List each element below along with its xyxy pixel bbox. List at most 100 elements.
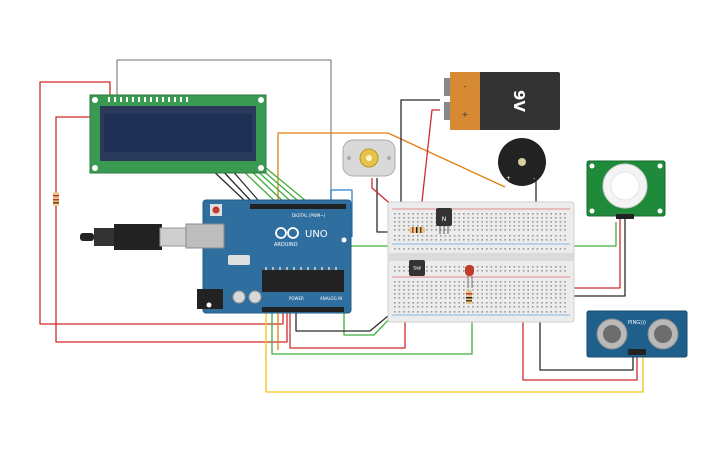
breadboard-hole [555, 297, 557, 299]
breadboard-hole [564, 306, 566, 308]
breadboard-hole [458, 270, 460, 272]
breadboard-hole [527, 306, 529, 308]
breadboard-hole [527, 281, 529, 283]
arduino-power-label: POWER [289, 296, 304, 301]
breadboard-hole [407, 225, 410, 227]
breadboard-hole [435, 266, 437, 268]
breadboard-hole [518, 213, 520, 215]
breadboard-hole [394, 248, 396, 250]
breadboard-hole [518, 306, 520, 308]
breadboard-hole [472, 229, 474, 231]
breadboard-hole [430, 289, 433, 291]
breadboard-hole [490, 306, 493, 308]
breadboard-hole [412, 248, 414, 250]
breadboard-hole [444, 266, 447, 268]
breadboard-hole [435, 225, 437, 227]
breadboard-hole [532, 266, 534, 268]
breadboard-hole [509, 239, 511, 241]
breadboard-hole [532, 213, 534, 215]
breadboard-hole [398, 297, 401, 299]
breadboard-hole [412, 217, 414, 219]
breadboard-hole [513, 229, 516, 231]
breadboard-hole [407, 297, 410, 299]
breadboard-hole [481, 302, 483, 304]
breadboard-hole [403, 248, 405, 250]
breadboard-hole [440, 281, 442, 283]
breadboard-hole [541, 297, 543, 299]
breadboard-hole [527, 217, 529, 219]
breadboard-hole [476, 235, 479, 237]
breadboard-hole [467, 217, 470, 219]
breadboard-hole [541, 225, 543, 227]
breadboard-hole [564, 297, 566, 299]
buzzer-minus: - [533, 175, 535, 182]
breadboard-hole [458, 248, 460, 250]
battery-minus: - [464, 82, 467, 91]
breadboard-hole [550, 270, 552, 272]
breadboard-hole [430, 285, 433, 287]
breadboard-hole [541, 248, 543, 250]
breadboard-hole [398, 225, 401, 227]
breadboard-hole [518, 270, 520, 272]
breadboard-hole [509, 285, 511, 287]
breadboard-hole [527, 270, 529, 272]
breadboard-hole [536, 221, 539, 223]
breadboard-hole [463, 229, 465, 231]
wire-red-battery [417, 109, 440, 239]
breadboard-hole [550, 266, 552, 268]
breadboard-hole [394, 221, 396, 223]
battery-label: 9V [510, 90, 528, 112]
breadboard-hole [495, 293, 497, 295]
breadboard-hole [541, 281, 543, 283]
breadboard-hole [518, 221, 520, 223]
breadboard-hole [417, 289, 419, 291]
breadboard-hole [545, 221, 548, 223]
breadboard-hole [545, 285, 548, 287]
breadboard-hole [430, 221, 433, 223]
breadboard-hole [504, 311, 506, 313]
breadboard-hole [559, 281, 562, 283]
breadboard-hole [426, 239, 428, 241]
breadboard-hole [486, 297, 488, 299]
breadboard-hole [518, 225, 520, 227]
breadboard-hole [481, 297, 483, 299]
breadboard-hole [444, 239, 447, 241]
breadboard-hole [458, 225, 460, 227]
breadboard-hole [527, 239, 529, 241]
breadboard-hole [522, 285, 525, 287]
breadboard-hole [476, 213, 479, 215]
breadboard-hole [527, 225, 529, 227]
breadboard-hole [545, 311, 548, 313]
breadboard-hole [463, 213, 465, 215]
breadboard-hole [532, 281, 534, 283]
breadboard-hole [550, 248, 552, 250]
breadboard-hole [559, 285, 562, 287]
breadboard-hole [486, 306, 488, 308]
breadboard-hole [536, 248, 539, 250]
wire-black-battery [400, 99, 440, 210]
breadboard-hole [398, 281, 401, 283]
breadboard-hole [440, 285, 442, 287]
breadboard-hole [453, 221, 456, 223]
breadboard-hole [453, 270, 456, 272]
temperature-sensor: TMP [409, 260, 425, 276]
breadboard-hole [394, 281, 396, 283]
breadboard-hole [532, 229, 534, 231]
breadboard-hole [555, 285, 557, 287]
breadboard-hole [403, 213, 405, 215]
dc-motor [342, 139, 396, 177]
breadboard-hole [403, 297, 405, 299]
breadboard-hole [463, 293, 465, 295]
breadboard-hole [550, 221, 552, 223]
breadboard-hole [518, 248, 520, 250]
breadboard-hole [403, 306, 405, 308]
breadboard-hole [513, 285, 516, 287]
breadboard-hole [403, 221, 405, 223]
breadboard-hole [472, 248, 474, 250]
breadboard-hole [541, 311, 543, 313]
breadboard-hole [412, 297, 414, 299]
breadboard-hole [522, 235, 525, 237]
breadboard-hole [430, 217, 433, 219]
transistor-top: N [436, 208, 452, 234]
breadboard-hole [430, 281, 433, 283]
